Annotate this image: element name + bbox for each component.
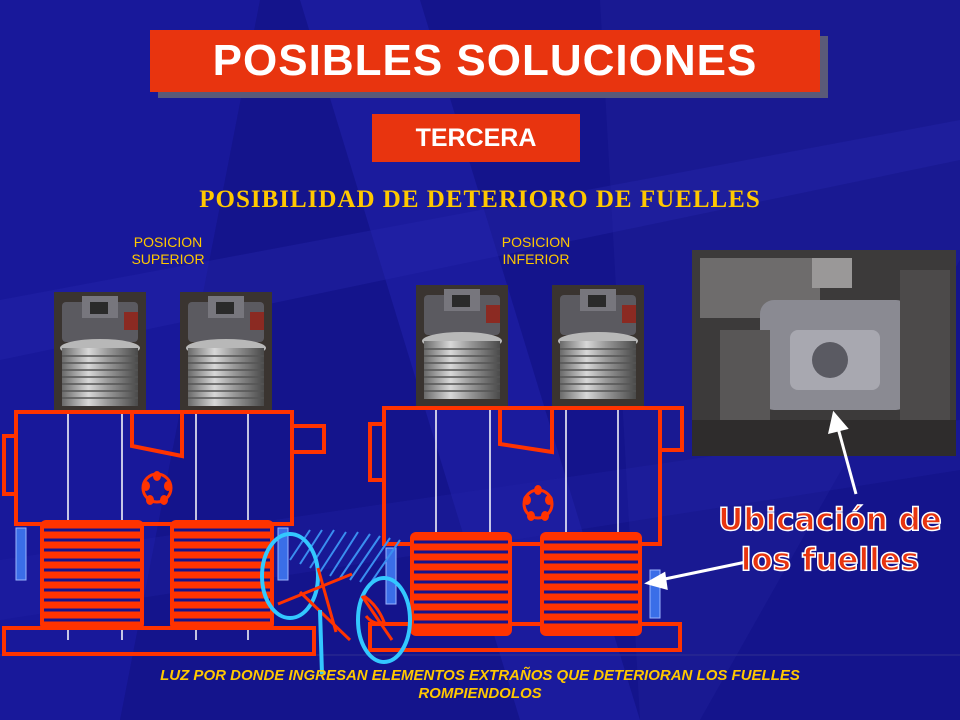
subtitle-text: TERCERA — [415, 123, 537, 152]
bellows-stack-left — [40, 520, 274, 630]
upper-position-label: POSICION SUPERIOR — [98, 234, 238, 268]
debris-marks — [277, 567, 394, 642]
bellows-photo-1 — [53, 291, 147, 415]
footer-line1: LUZ POR DONDE INGRESAN ELEMENTOS EXTRAÑO… — [160, 667, 800, 684]
upper-position-line2: SUPERIOR — [131, 251, 205, 267]
footer-caption: LUZ POR DONDE INGRESAN ELEMENTOS EXTRAÑO… — [0, 667, 960, 703]
location-line1: Ubicación de — [717, 501, 942, 539]
footer-line2: ROMPIENDOLOS — [418, 685, 542, 702]
gap-highlight-right — [356, 576, 412, 664]
lower-position-line2: INFERIOR — [502, 251, 570, 267]
bellows-photo-4 — [551, 284, 645, 408]
bellows-photo-2 — [179, 291, 273, 415]
gap-pointer — [318, 609, 324, 675]
lower-position-line1: POSICION — [501, 234, 571, 250]
lower-position-label: POSICION INFERIOR — [466, 234, 606, 268]
bellows-photo-3 — [415, 284, 509, 408]
section-heading: POSIBILIDAD DE DETERIORO DE FUELLES — [199, 186, 761, 213]
location-line2: los fuelles — [740, 541, 920, 579]
location-arrows — [644, 410, 858, 591]
bellows-stack-right — [410, 532, 642, 636]
subtitle-badge: TERCERA — [372, 114, 580, 162]
machinery-photo — [692, 250, 956, 456]
slide-title-text: POSIBLES SOLUCIONES — [212, 36, 758, 85]
bellows-location-label: Ubicación de los fuelles — [700, 500, 960, 580]
gap-highlight-left — [260, 532, 320, 620]
upper-position-line1: POSICION — [133, 234, 203, 250]
slide-title: POSIBLES SOLUCIONES — [150, 30, 820, 92]
gap-hatching — [289, 529, 401, 585]
